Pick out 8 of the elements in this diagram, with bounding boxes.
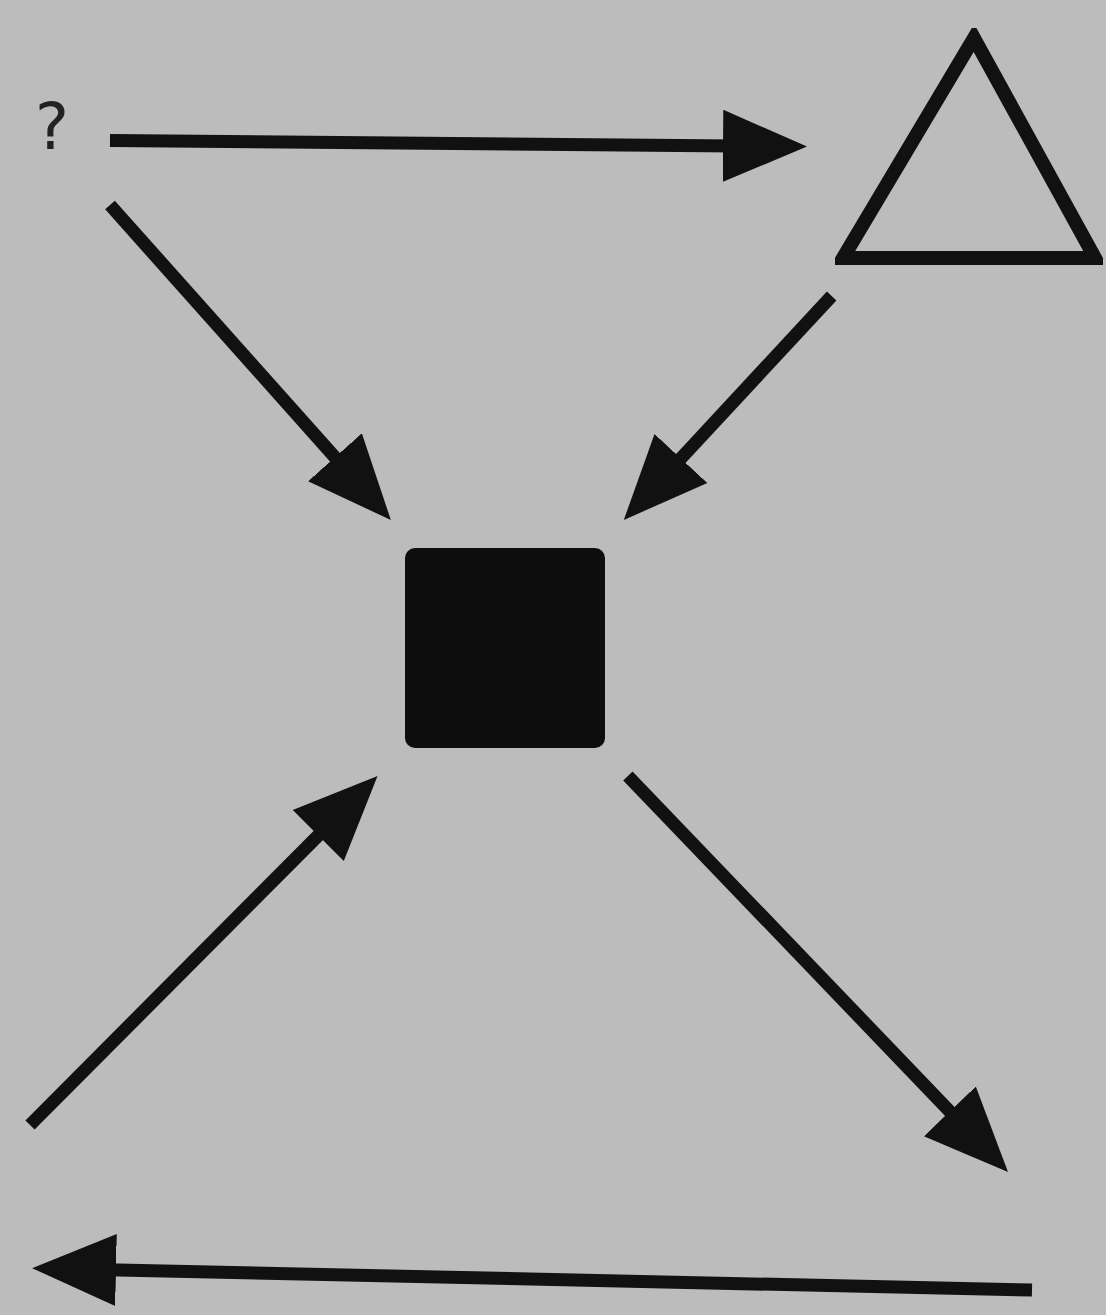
arrow bbox=[105, 200, 391, 520]
arrow bbox=[623, 771, 1008, 1172]
triangle-outline bbox=[835, 28, 1103, 268]
filled-square bbox=[405, 548, 605, 748]
question-mark: ? bbox=[22, 95, 82, 185]
arrow bbox=[109, 109, 807, 182]
arrow bbox=[623, 291, 837, 520]
arrow bbox=[25, 776, 378, 1130]
